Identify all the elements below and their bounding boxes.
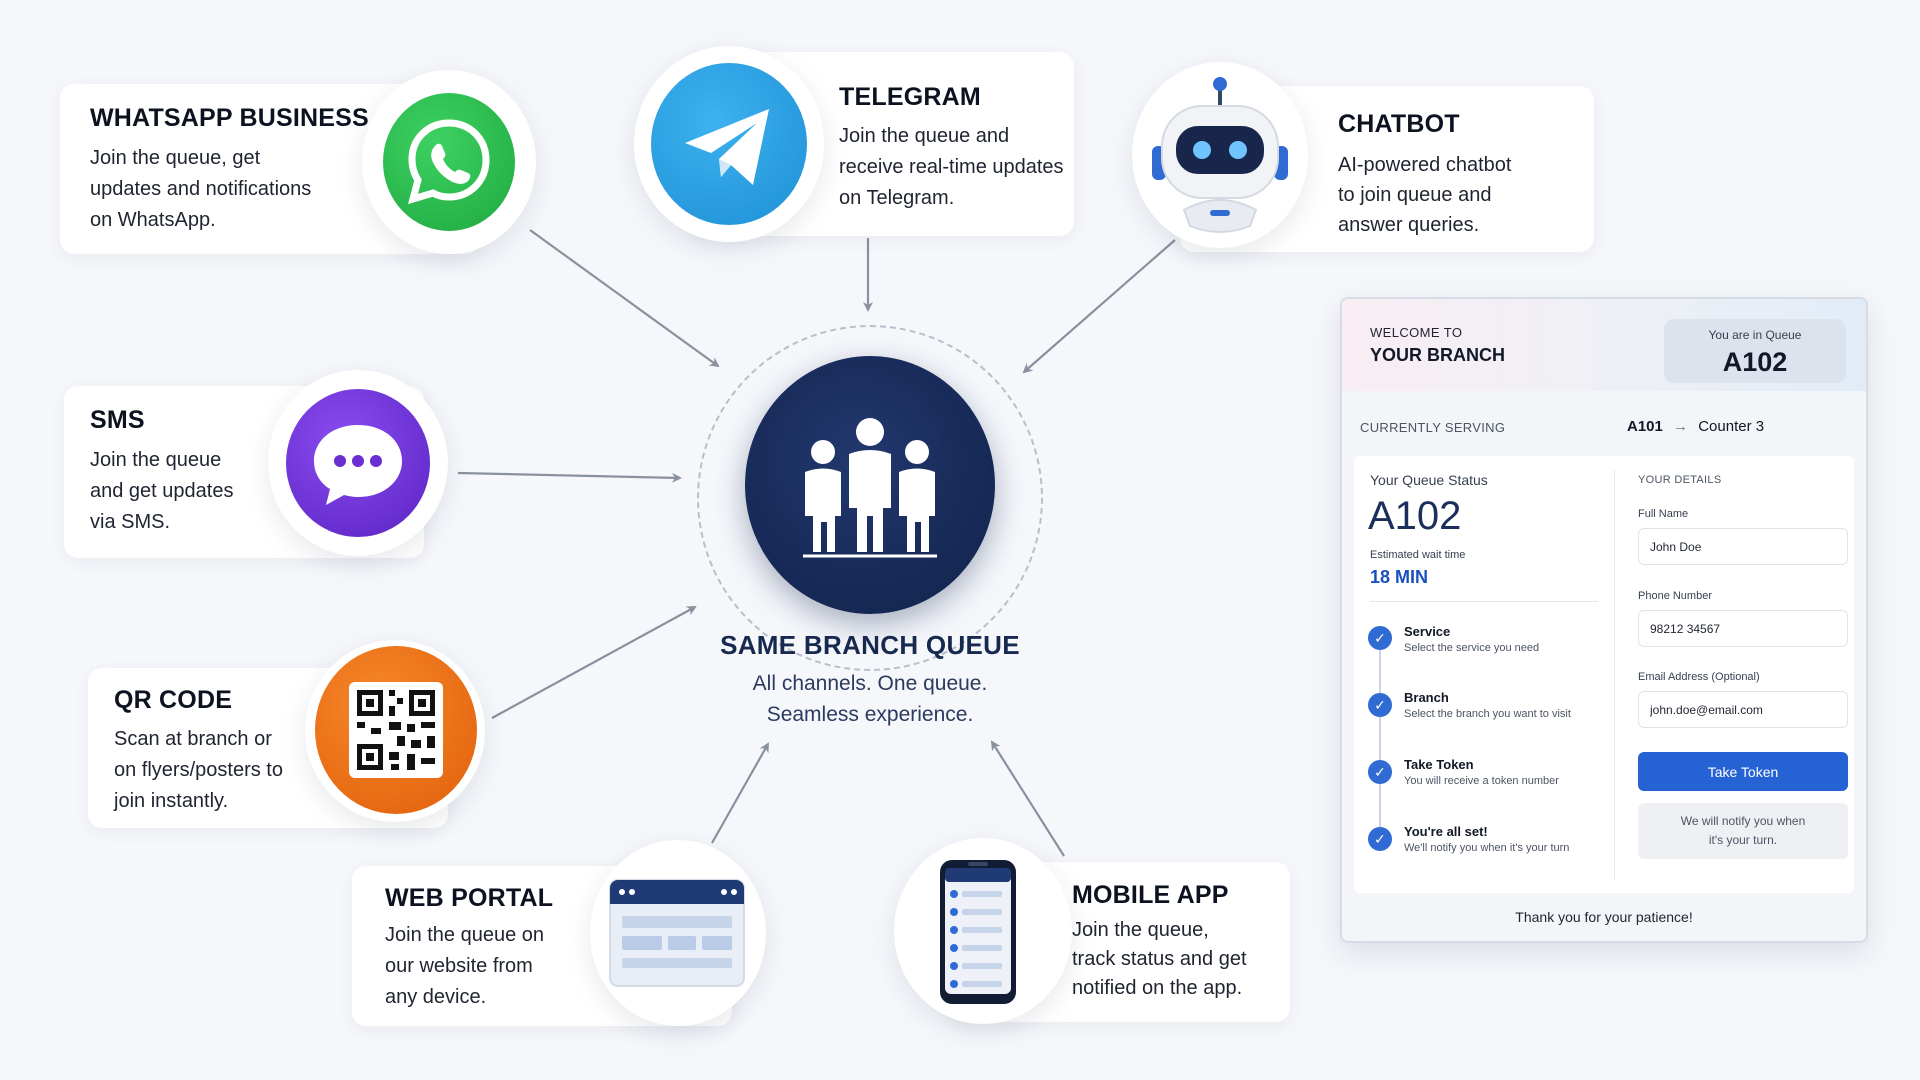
whatsapp-title: WHATSAPP BUSINESS xyxy=(90,104,369,132)
mobile-icon-circle xyxy=(894,838,1072,1024)
mobile-title: MOBILE APP xyxy=(1072,881,1229,909)
email-label: Email Address (Optional) xyxy=(1638,671,1760,683)
smartphone-icon xyxy=(940,860,1016,1004)
arrow-chatbot xyxy=(1022,239,1176,374)
sms-bubble-icon xyxy=(286,389,430,537)
browser-window-icon xyxy=(609,879,745,987)
sms-desc: Join the queue and get updates via SMS. xyxy=(90,449,234,533)
currently-serving-value: A101 → Counter 3 xyxy=(1627,418,1764,435)
whatsapp-icon-circle xyxy=(362,70,536,254)
panel-header: WELCOME TO YOUR BRANCH You are in Queue … xyxy=(1342,299,1866,391)
step-title: Branch xyxy=(1404,690,1449,705)
whatsapp-desc: Join the queue, get updates and notifica… xyxy=(90,147,312,231)
center-circle xyxy=(745,356,995,614)
step-check-icon: ✓ xyxy=(1368,626,1392,650)
arrow-qr xyxy=(491,606,697,719)
queue-app-panel: WELCOME TO YOUR BRANCH You are in Queue … xyxy=(1340,297,1868,943)
notify-message: We will notify you when it's your turn. xyxy=(1638,803,1848,859)
queue-number-box: You are in Queue A102 xyxy=(1664,319,1846,383)
robot-icon xyxy=(1152,77,1288,233)
full-name-field[interactable] xyxy=(1638,528,1848,565)
welcome-label: WELCOME TO xyxy=(1370,325,1463,340)
step-title: Service xyxy=(1404,624,1451,639)
email-field[interactable] xyxy=(1638,691,1848,728)
queue-status-number: A102 xyxy=(1368,494,1462,538)
thank-you-message: Thank you for your patience! xyxy=(1515,909,1693,925)
center-dashed-ring xyxy=(697,325,1043,671)
queue-label: You are in Queue xyxy=(1708,328,1802,342)
chatbot-title: CHATBOT xyxy=(1338,110,1460,138)
full-name-label: Full Name xyxy=(1638,508,1689,520)
branch-name: YOUR BRANCH xyxy=(1370,345,1505,365)
qr-desc: Scan at branch or on flyers/posters to j… xyxy=(114,728,283,812)
telegram-title: TELEGRAM xyxy=(839,83,981,111)
arrow-mobile xyxy=(990,740,1065,857)
wait-time-value: 18 MIN xyxy=(1370,567,1429,587)
serving-counter: Counter 3 xyxy=(1698,418,1765,435)
take-token-button[interactable]: Take Token xyxy=(1638,752,1848,791)
panel-body: Your Queue Status A102 Estimated wait ti… xyxy=(1354,456,1854,893)
telegram-desc: Join the queue and receive real-time upd… xyxy=(839,125,1064,209)
whatsapp-icon xyxy=(383,93,515,231)
currently-serving-label: CURRENTLY SERVING xyxy=(1360,420,1506,435)
qr-code-icon xyxy=(315,646,477,814)
wait-time-label: Estimated wait time xyxy=(1370,549,1466,561)
web-title: WEB PORTAL xyxy=(385,884,554,912)
people-group-icon xyxy=(803,418,937,558)
panel-divider xyxy=(1614,470,1615,880)
step-desc: You will receive a token number xyxy=(1404,775,1559,787)
chatbot-desc: AI-powered chatbot to join queue and ans… xyxy=(1338,154,1512,236)
arrow-whatsapp xyxy=(529,229,720,368)
phone-label: Phone Number xyxy=(1638,590,1712,602)
arrow-web xyxy=(711,742,769,844)
step-desc: We'll notify you when it's your turn xyxy=(1404,842,1570,854)
step-check-icon: ✓ xyxy=(1368,693,1392,717)
step-title: Take Token xyxy=(1404,757,1474,772)
step-check-icon: ✓ xyxy=(1368,760,1392,784)
phone-field[interactable] xyxy=(1638,610,1848,647)
chatbot-icon-circle xyxy=(1132,62,1308,248)
telegram-icon-circle xyxy=(634,46,824,242)
qr-title: QR CODE xyxy=(114,686,233,714)
arrow-right-icon: → xyxy=(1673,418,1689,435)
center-title: SAME BRANCH QUEUE xyxy=(720,630,1020,660)
step-check-icon: ✓ xyxy=(1368,827,1392,851)
sms-title: SMS xyxy=(90,406,145,434)
web-icon-circle xyxy=(590,840,766,1026)
sms-icon-circle xyxy=(268,370,448,556)
center-subtitle: All channels. One queue. Seamless experi… xyxy=(752,672,988,726)
your-details-label: YOUR DETAILS xyxy=(1638,474,1722,486)
arrow-sms xyxy=(457,471,682,483)
web-desc: Join the queue on our website from any d… xyxy=(385,924,545,1008)
mobile-desc: Join the queue, track status and get not… xyxy=(1072,919,1247,999)
step-title: You're all set! xyxy=(1404,824,1488,839)
queue-status-label: Your Queue Status xyxy=(1370,472,1488,488)
queue-number: A102 xyxy=(1722,347,1788,377)
qr-icon-circle xyxy=(305,640,485,822)
status-divider xyxy=(1370,601,1598,602)
steps-connector xyxy=(1379,632,1381,832)
step-desc: Select the service you need xyxy=(1404,642,1540,654)
telegram-icon xyxy=(651,63,807,225)
step-desc: Select the branch you want to visit xyxy=(1404,708,1571,720)
serving-token: A101 xyxy=(1627,418,1663,435)
